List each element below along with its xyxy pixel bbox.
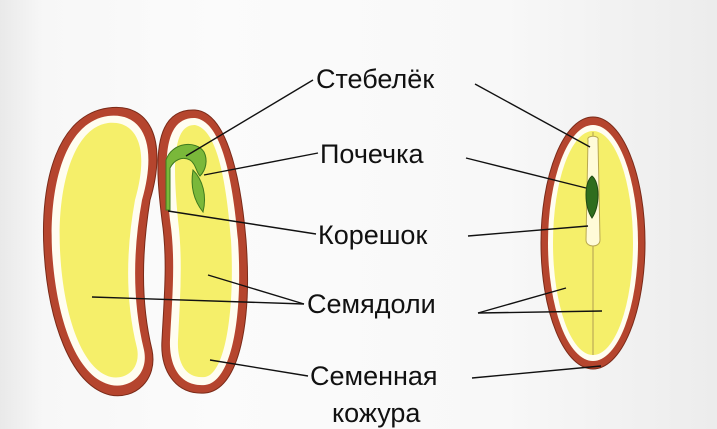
- label-seed-coat-line2: кожура: [332, 398, 421, 428]
- left-seed-half-inner: [157, 109, 248, 394]
- seed-coat-pointer-right: [471, 365, 602, 379]
- left-seed-half-outer: [42, 106, 158, 397]
- label-bud: Почечка: [320, 139, 424, 169]
- bud-right-seed: [585, 175, 599, 219]
- embryo-stem-shape: [165, 144, 207, 211]
- cotyledon-left: [59, 122, 142, 378]
- bud-pointer-left: [203, 152, 319, 176]
- label-stem: Стебелёк: [316, 64, 434, 94]
- embryo-bud-shape: [191, 168, 206, 214]
- bud-pointer-right: [465, 157, 587, 189]
- right-seed: [540, 116, 646, 370]
- cotyledons-pointer-left-b: [207, 274, 305, 305]
- label-cotyledons: Семядоли: [307, 289, 436, 319]
- cotyledons-pointer-left-a: [91, 296, 305, 305]
- stem-pointer-left: [185, 79, 314, 157]
- pointer-lines: [91, 79, 603, 379]
- cotyledon-right: [175, 124, 232, 378]
- seed-coat-pointer-left: [209, 359, 309, 377]
- root-pointer-right: [467, 225, 589, 237]
- stem-pointer-right: [474, 83, 591, 148]
- root-pointer-left: [167, 210, 317, 235]
- cotyledons-pointer-right-a: [477, 287, 567, 314]
- label-root: Корешок: [318, 220, 427, 250]
- label-seed-coat-line1: Семенная: [310, 361, 438, 391]
- cotyledons-pointer-right-b: [477, 310, 603, 314]
